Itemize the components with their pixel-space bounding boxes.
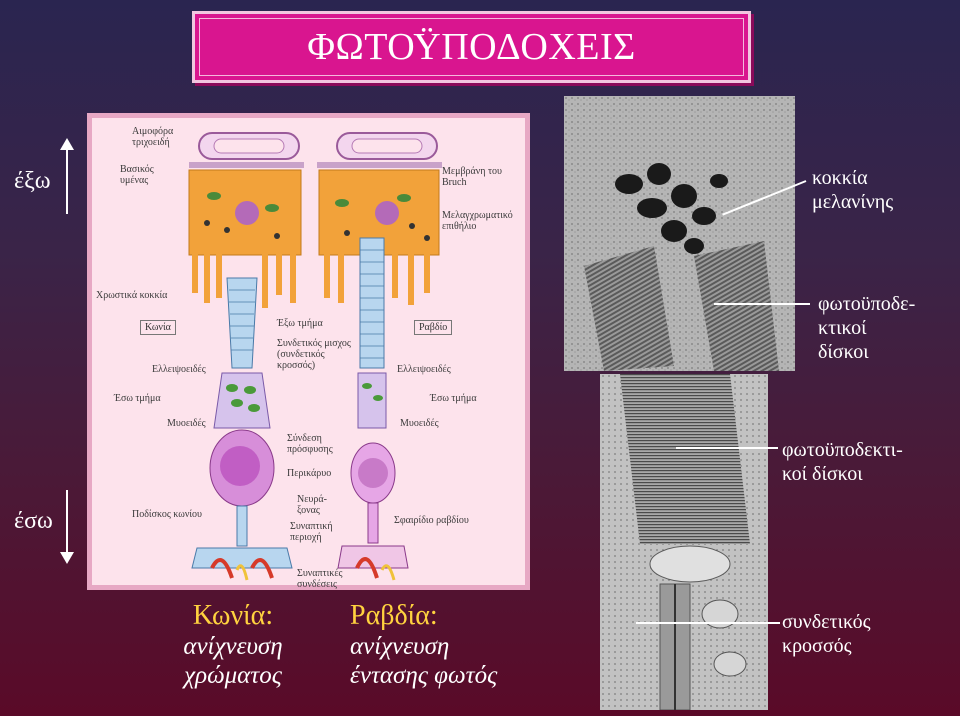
cones-caption: Κωνία: ανίχνευση χρώματος <box>168 600 298 690</box>
slide-title: ΦΩΤΟΫΠΟΔΟΧΕΙΣ <box>199 18 744 76</box>
label-rod-spherule: Σφαιρίδιο ραβδίου <box>394 515 494 526</box>
inside-label: έσω <box>14 508 53 535</box>
label-pigment-granules: Χρωστικά κοκκία <box>96 290 216 301</box>
annotation-discs-top-line2: κτικοί <box>818 316 915 340</box>
cones-caption-line2: χρώματος <box>168 661 298 690</box>
micrograph-top-image <box>564 96 795 371</box>
label-myoid-left: Μυοειδές <box>167 418 227 429</box>
label-basal-membrane: Βασικός υμένας <box>120 164 180 186</box>
annotation-melanin-line1: κοκκία <box>812 166 893 190</box>
pointer-cilium <box>636 622 780 624</box>
annotation-discs-mid-line2: κοί δίσκοι <box>782 462 903 486</box>
annotation-discs-mid: φωτοϋποδεκτι- κοί δίσκοι <box>782 438 903 486</box>
annotation-discs-mid-line1: φωτοϋποδεκτι- <box>782 438 903 462</box>
annotation-discs-top-line1: φωτοϋποδε- <box>818 292 915 316</box>
label-outer-segment: Έξω τμήμα <box>277 318 357 329</box>
pointer-discs-top <box>714 303 810 305</box>
outside-label: έξω <box>14 168 51 195</box>
annotation-cilium: συνδετικός κροσσός <box>782 610 871 658</box>
label-inner-segment-right: Έσω τμήμα <box>430 393 500 404</box>
label-perikaryon: Περικάρυο <box>287 468 357 479</box>
photoreceptor-diagram: Αιμοφόρα τριχοειδή Βασικός υμένας Μεμβρά… <box>87 113 530 590</box>
label-ellipsoid-left: Ελλειψοειδές <box>152 364 222 375</box>
annotation-discs-top: φωτοϋποδε- κτικοί δίσκοι <box>818 292 915 364</box>
label-nerve-fiber: Νευρά- ξονας <box>297 494 337 516</box>
micrograph-bottom-image <box>600 374 768 710</box>
label-ellipsoid-right: Ελλειψοειδές <box>397 364 467 375</box>
arrow-down-icon <box>66 490 68 554</box>
annotation-cilium-line1: συνδετικός <box>782 610 871 634</box>
rods-caption-head: Ραβδία: <box>330 600 530 632</box>
label-inner-segment-left: Έσω τμήμα <box>114 393 184 404</box>
label-synaptic-connections: Συναπτικές συνδέσεις <box>297 568 367 590</box>
rods-caption: Ραβδία: ανίχνευση έντασης φωτός <box>330 600 530 690</box>
rods-caption-line1: ανίχνευση <box>330 632 530 661</box>
label-myoid-right: Μυοειδές <box>400 418 460 429</box>
cones-caption-line1: ανίχνευση <box>168 632 298 661</box>
cones-caption-head: Κωνία: <box>168 600 298 632</box>
label-connecting-stalk: Συνδετικός μισχος (συνδετικός κροσσός) <box>277 338 357 371</box>
pointer-discs-mid <box>676 447 778 449</box>
label-blood-capillaries: Αιμοφόρα τριχοειδή <box>132 126 192 148</box>
annotation-cilium-line2: κροσσός <box>782 634 871 658</box>
electron-micrograph-bottom <box>600 374 768 710</box>
label-bruch-membrane: Μεμβράνη του Bruch <box>442 166 522 188</box>
rods-caption-line2: έντασης φωτός <box>330 661 530 690</box>
annotation-melanin: κοκκία μελανίνης <box>812 166 893 214</box>
arrow-up-icon <box>66 148 68 214</box>
annotation-melanin-line2: μελανίνης <box>812 190 893 214</box>
annotation-discs-top-line3: δίσκοι <box>818 340 915 364</box>
label-synaptic-region: Συναπτική περιοχή <box>290 521 350 543</box>
label-cone: Κωνία <box>140 320 176 335</box>
label-adhesion-junction: Σύνδεση πρόσφυσης <box>287 433 347 455</box>
label-cone-pedicle: Ποδίσκος κωνίου <box>132 509 232 520</box>
electron-micrograph-top <box>564 96 795 371</box>
label-rod: Ραβδίο <box>414 320 452 335</box>
label-pigment-epithelium: Μελαγχρωματικό επιθήλιο <box>442 210 522 232</box>
slide-title-box: ΦΩΤΟΫΠΟΔΟΧΕΙΣ <box>192 11 751 83</box>
